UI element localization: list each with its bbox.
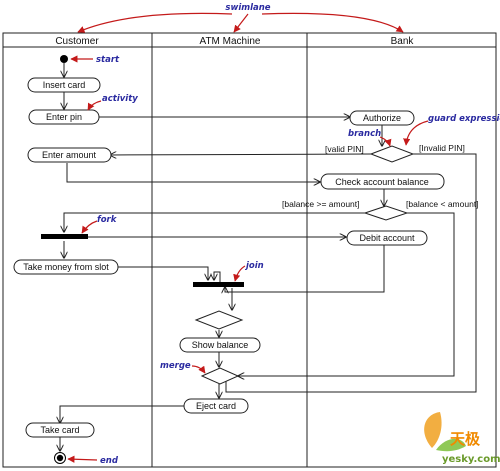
activity-authorize: Authorize bbox=[349, 110, 415, 126]
lane-title-customer: Customer bbox=[55, 36, 99, 47]
activity-label: Enter amount bbox=[42, 150, 97, 160]
activity-take-money: Take money from slot bbox=[13, 259, 119, 275]
fork-bar bbox=[41, 234, 88, 239]
activity-label: Show balance bbox=[192, 340, 249, 350]
activity-label: Debit account bbox=[359, 233, 415, 243]
start-node bbox=[60, 55, 68, 63]
activity-enter-pin: Enter pin bbox=[28, 109, 100, 125]
activity-insert-card: Insert card bbox=[27, 77, 101, 93]
activity-eject-card: Eject card bbox=[183, 398, 249, 414]
end-node bbox=[54, 452, 66, 464]
annotation-fork: fork bbox=[97, 215, 118, 225]
annotation-activity: activity bbox=[102, 94, 138, 104]
merge-node bbox=[200, 367, 240, 385]
activity-label: Enter pin bbox=[46, 112, 82, 122]
activity-label: Insert card bbox=[43, 80, 86, 90]
guard-balance-lt: [balance < amount] bbox=[406, 199, 479, 209]
watermark-brand: 天极 bbox=[450, 430, 481, 448]
annotation-start: start bbox=[96, 55, 120, 65]
activity-enter-amount: Enter amount bbox=[27, 147, 112, 163]
annotation-join: join bbox=[244, 261, 264, 271]
annotation-end: end bbox=[100, 456, 119, 466]
swimlane-annotation-arrows bbox=[77, 12, 404, 33]
activity-check-balance: Check account balance bbox=[320, 173, 445, 190]
guard-balance-ge: [balance >= amount] bbox=[282, 199, 360, 209]
annotations: start activity branch guard expression f… bbox=[67, 55, 500, 466]
annotation-branch: branch bbox=[348, 129, 381, 139]
guard-invalid-pin: [Invalid PIN] bbox=[419, 143, 465, 153]
annotation-merge: merge bbox=[160, 361, 191, 371]
activity-label: Check account balance bbox=[335, 177, 429, 187]
activity-debit-account: Debit account bbox=[346, 230, 428, 246]
decision-pin bbox=[369, 145, 415, 163]
swimlane-frame bbox=[2, 32, 497, 468]
swimlane-annotation: swimlane bbox=[225, 3, 270, 13]
activity-label: Eject card bbox=[196, 401, 236, 411]
join-bar bbox=[193, 282, 244, 287]
activity-label: Take card bbox=[40, 425, 79, 435]
lane-title-bank: Bank bbox=[391, 36, 415, 47]
guard-valid-pin: [valid PIN] bbox=[325, 144, 364, 154]
decision-balance bbox=[363, 205, 409, 221]
activity-label: Take money from slot bbox=[23, 262, 109, 272]
control-flows bbox=[60, 63, 477, 451]
activity-take-card: Take card bbox=[25, 422, 95, 438]
activity-show-balance: Show balance bbox=[179, 337, 261, 353]
decision-after-join bbox=[194, 310, 244, 330]
annotation-guard-expression: guard expression bbox=[428, 114, 500, 124]
activity-label: Authorize bbox=[363, 113, 401, 123]
lane-title-atm: ATM Machine bbox=[200, 36, 261, 47]
yesky-watermark: 天极 yesky.com bbox=[424, 412, 500, 465]
watermark-site: yesky.com bbox=[442, 454, 500, 465]
